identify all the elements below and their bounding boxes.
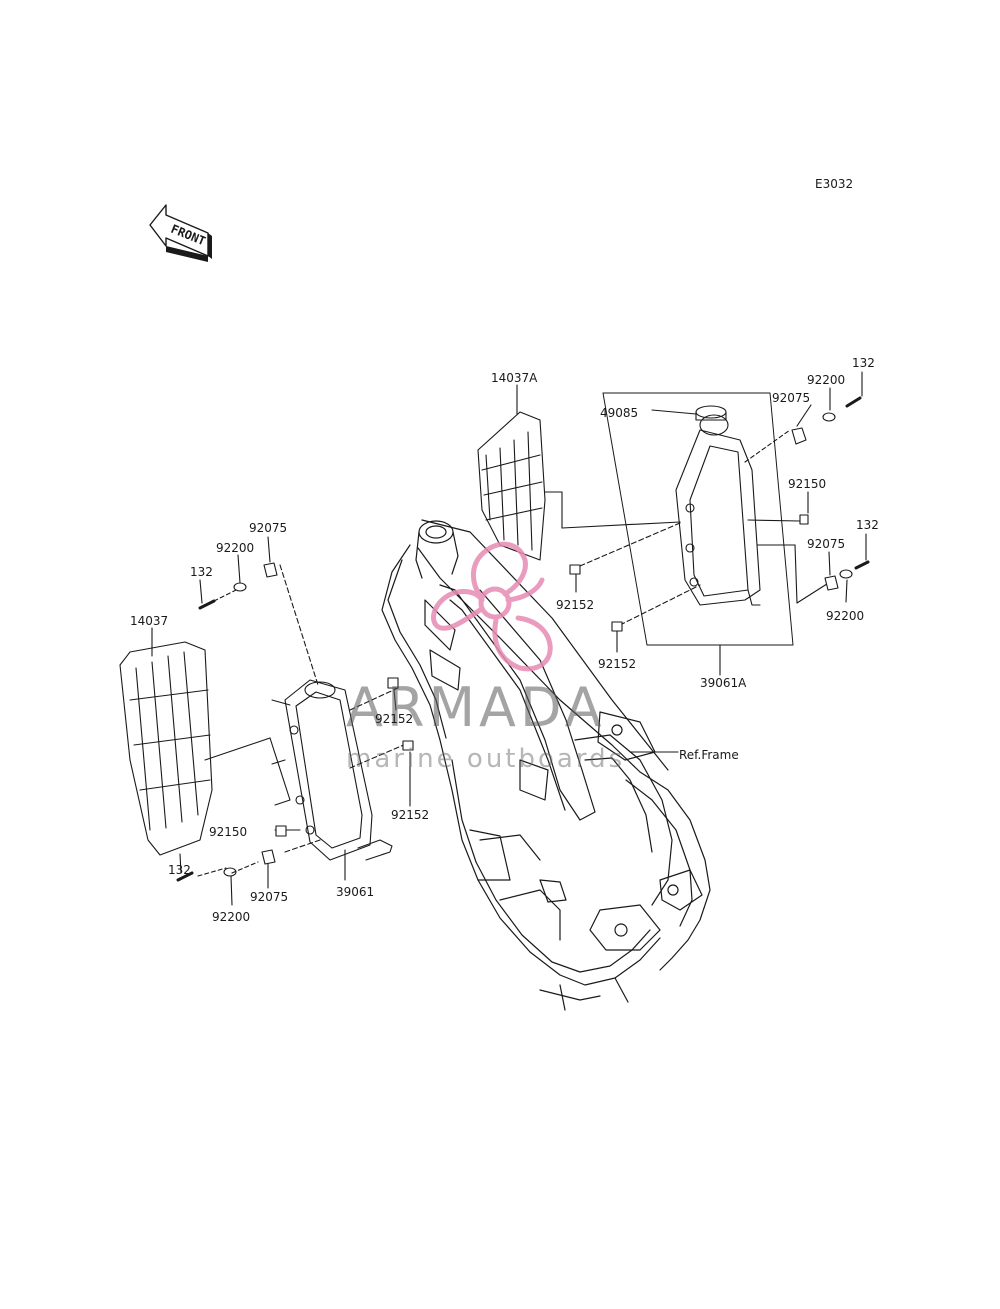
callout-ref-frame: Ref.Frame	[679, 748, 739, 762]
diagram-code: E3032	[815, 177, 854, 191]
watermark-brand: ARMADA	[346, 676, 606, 739]
callout-39061a: 39061A	[700, 676, 747, 690]
callout-92075-l1: 92075	[249, 521, 288, 535]
callout-92150-r: 92150	[788, 477, 827, 491]
callout-92200-l2: 92200	[212, 910, 251, 924]
hardware-left	[176, 536, 679, 906]
shroud-right-drawing	[477, 384, 546, 561]
radiator-right-drawing	[544, 392, 831, 676]
callout-92152-b: 92152	[598, 657, 637, 671]
callout-92075-l2: 92075	[250, 890, 289, 904]
callout-132-r2: 132	[856, 518, 879, 532]
front-arrow-icon: FRONT	[149, 204, 212, 262]
callout-92150-l: 92150	[209, 825, 248, 839]
watermark-tagline: marine outboards	[346, 744, 626, 774]
callout-92152-d: 92152	[391, 808, 430, 822]
callout-132-l2: 132	[168, 863, 191, 877]
callout-49085: 49085	[600, 406, 639, 420]
callout-14037: 14037	[130, 614, 169, 628]
callout-92200-r1: 92200	[807, 373, 846, 387]
callout-132-r1: 132	[852, 356, 875, 370]
hardware-right	[569, 371, 870, 653]
callout-39061: 39061	[336, 885, 375, 899]
radiator-left-drawing	[197, 564, 407, 881]
callout-92152-c: 92152	[375, 712, 414, 726]
callout-92075-r1: 92075	[772, 391, 811, 405]
callout-92200-r2: 92200	[826, 609, 865, 623]
callout-14037a: 14037A	[491, 371, 538, 385]
callout-92200-l1: 92200	[216, 541, 255, 555]
watermark-logo-icon	[431, 541, 553, 672]
callout-132-l1: 132	[190, 565, 213, 579]
callout-92075-r2: 92075	[807, 537, 846, 551]
shroud-left-drawing	[119, 627, 271, 856]
callout-92152-a: 92152	[556, 598, 595, 612]
